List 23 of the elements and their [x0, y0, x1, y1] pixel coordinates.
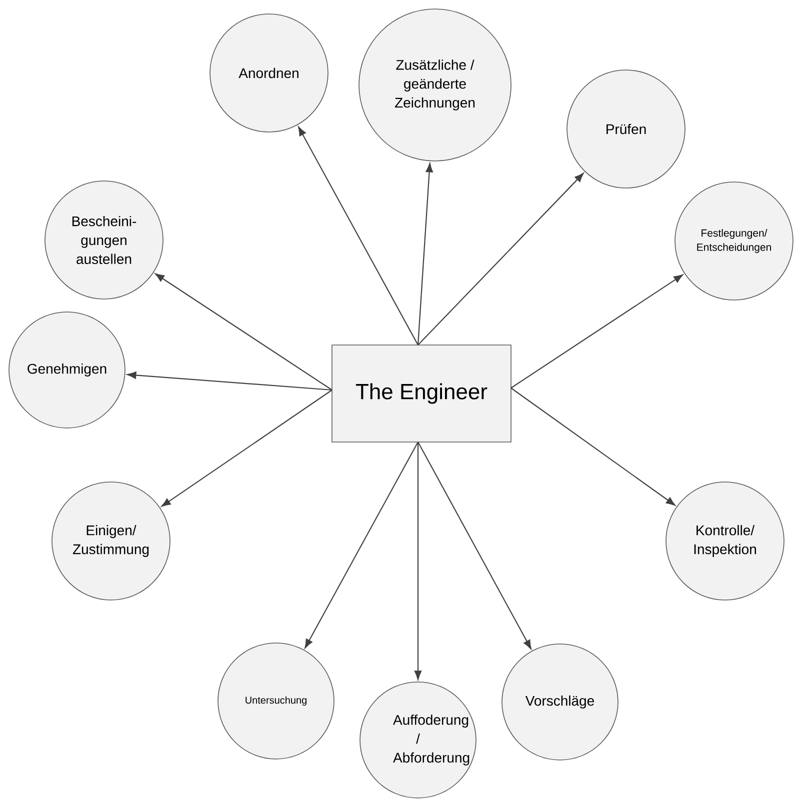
arrow: [127, 372, 332, 391]
arrow: [510, 388, 676, 506]
arrow: [155, 273, 332, 390]
circle-node: Anordnen: [210, 14, 328, 132]
process-box: The Engineer: [332, 344, 512, 442]
circle-node: Prüfen: [566, 70, 686, 188]
arrow: [298, 126, 418, 346]
circle-node: Kontrolle/ Inspektion: [666, 482, 784, 600]
arrow: [418, 442, 532, 650]
arrow: [304, 442, 418, 648]
arrow: [414, 442, 422, 680]
arrow: [417, 163, 433, 346]
circle-node: Festlegungen/ Entscheidungen: [674, 182, 794, 300]
arrow: [161, 390, 332, 507]
arrow: [418, 172, 584, 346]
circle-node: Auffoderung / Abforderung: [360, 682, 476, 798]
circle-node: Vorschläge: [502, 644, 618, 760]
circle-node: Einigen/ Zustimmung: [52, 482, 170, 600]
circle-node: Zusätzliche / geänderte Zeichnungen: [358, 8, 512, 162]
arrow: [510, 274, 683, 388]
circle-node: Untersuchung: [218, 642, 334, 760]
circle-node: Genehmigen: [8, 312, 126, 428]
circle-node: Bescheini- gungen austellen: [44, 180, 164, 300]
